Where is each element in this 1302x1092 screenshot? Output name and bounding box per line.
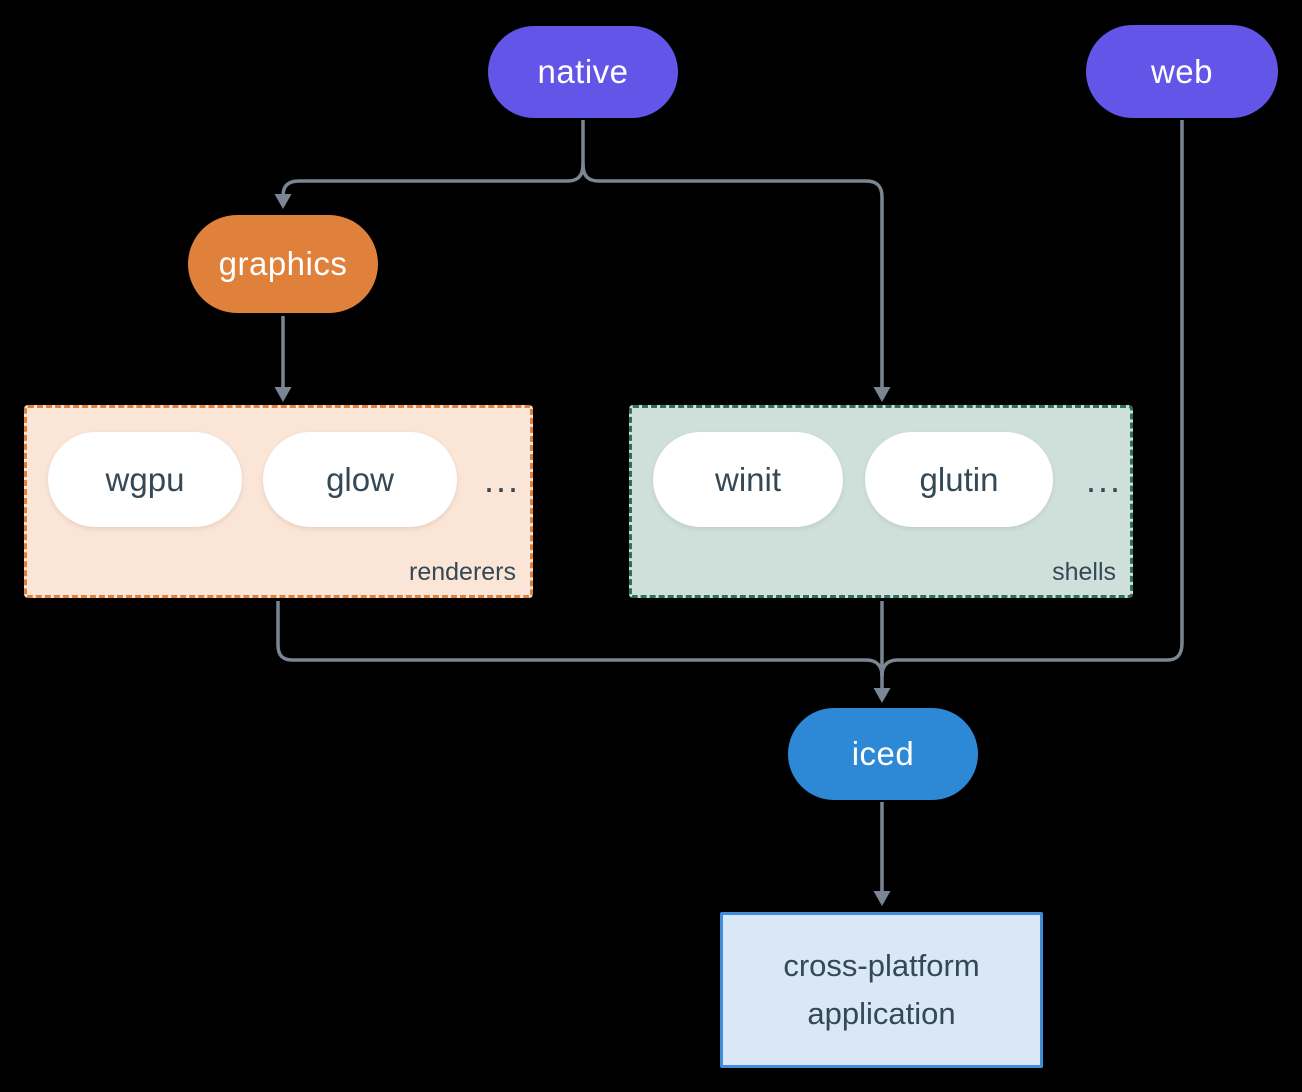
group-shells: winit glutin ... shells bbox=[629, 405, 1133, 598]
arrowhead-iced bbox=[873, 688, 891, 703]
node-glow-label: glow bbox=[326, 460, 394, 498]
node-web: web bbox=[1086, 25, 1278, 118]
node-native: native bbox=[488, 26, 678, 118]
connector-renderers-to-iced bbox=[276, 601, 884, 677]
node-graphics-label: graphics bbox=[218, 245, 348, 282]
node-winit-label: winit bbox=[714, 460, 782, 498]
node-glutin-label: glutin bbox=[919, 460, 999, 498]
renderers-ellipsis: ... bbox=[483, 458, 520, 500]
node-winit: winit bbox=[653, 432, 843, 527]
connector-native-to-shells bbox=[581, 163, 884, 389]
shells-ellipsis: ... bbox=[1085, 458, 1122, 500]
node-native-label: native bbox=[537, 53, 629, 90]
arrowhead-renderers bbox=[274, 387, 292, 402]
node-web-label: web bbox=[1150, 52, 1214, 90]
node-wgpu: wgpu bbox=[48, 432, 242, 527]
node-iced: iced bbox=[788, 708, 978, 800]
connector-native-to-graphics bbox=[281, 120, 585, 197]
node-application: cross-platform application bbox=[720, 912, 1043, 1068]
node-glutin: glutin bbox=[865, 432, 1053, 527]
arrowhead-application bbox=[873, 891, 891, 906]
node-glow: glow bbox=[263, 432, 457, 527]
node-graphics: graphics bbox=[188, 215, 378, 313]
arrowhead-graphics bbox=[274, 194, 292, 209]
renderers-group-label: renderers bbox=[409, 558, 516, 586]
group-renderers: wgpu glow ... renderers bbox=[24, 405, 533, 598]
node-wgpu-label: wgpu bbox=[105, 460, 185, 498]
node-application-label: cross-platform application bbox=[783, 947, 980, 1031]
shells-group-label: shells bbox=[1052, 558, 1116, 586]
node-iced-label: iced bbox=[851, 735, 915, 772]
arrowhead-shells bbox=[873, 387, 891, 402]
